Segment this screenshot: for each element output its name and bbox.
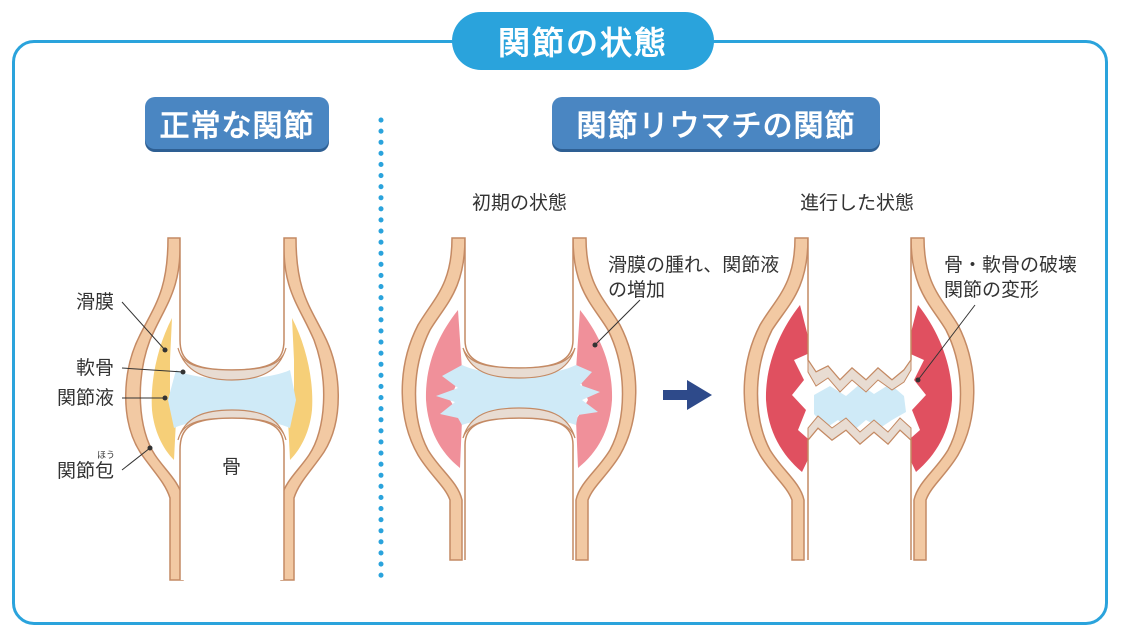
early-upper-bone [465,238,573,368]
normal-joint [122,238,338,580]
bone-label: 骨 [222,455,241,479]
advanced-note-line2: 関節の変形 [944,278,1039,302]
advanced-upper-bone [808,238,911,380]
cartilage-label: 軟骨 [76,356,114,380]
early-note-line1: 滑膜の腫れ、関節液 [608,253,779,277]
normal-upper-bone [180,238,284,370]
early-note-line2: の増加 [608,278,665,302]
advanced-ra-joint [744,238,975,560]
joint-fluid-label: 関節液 [57,386,114,410]
advanced-note-line1: 骨・軟骨の破壊 [944,253,1077,277]
advanced-lower-bone [808,428,911,560]
progression-arrow [663,380,712,410]
synovium-label: 滑膜 [76,290,114,314]
early-lower-bone [465,418,573,560]
joint-capsule-label: 関節包 [57,459,114,483]
early-ra-joint [402,238,640,560]
normal-lower-bone [180,418,284,580]
